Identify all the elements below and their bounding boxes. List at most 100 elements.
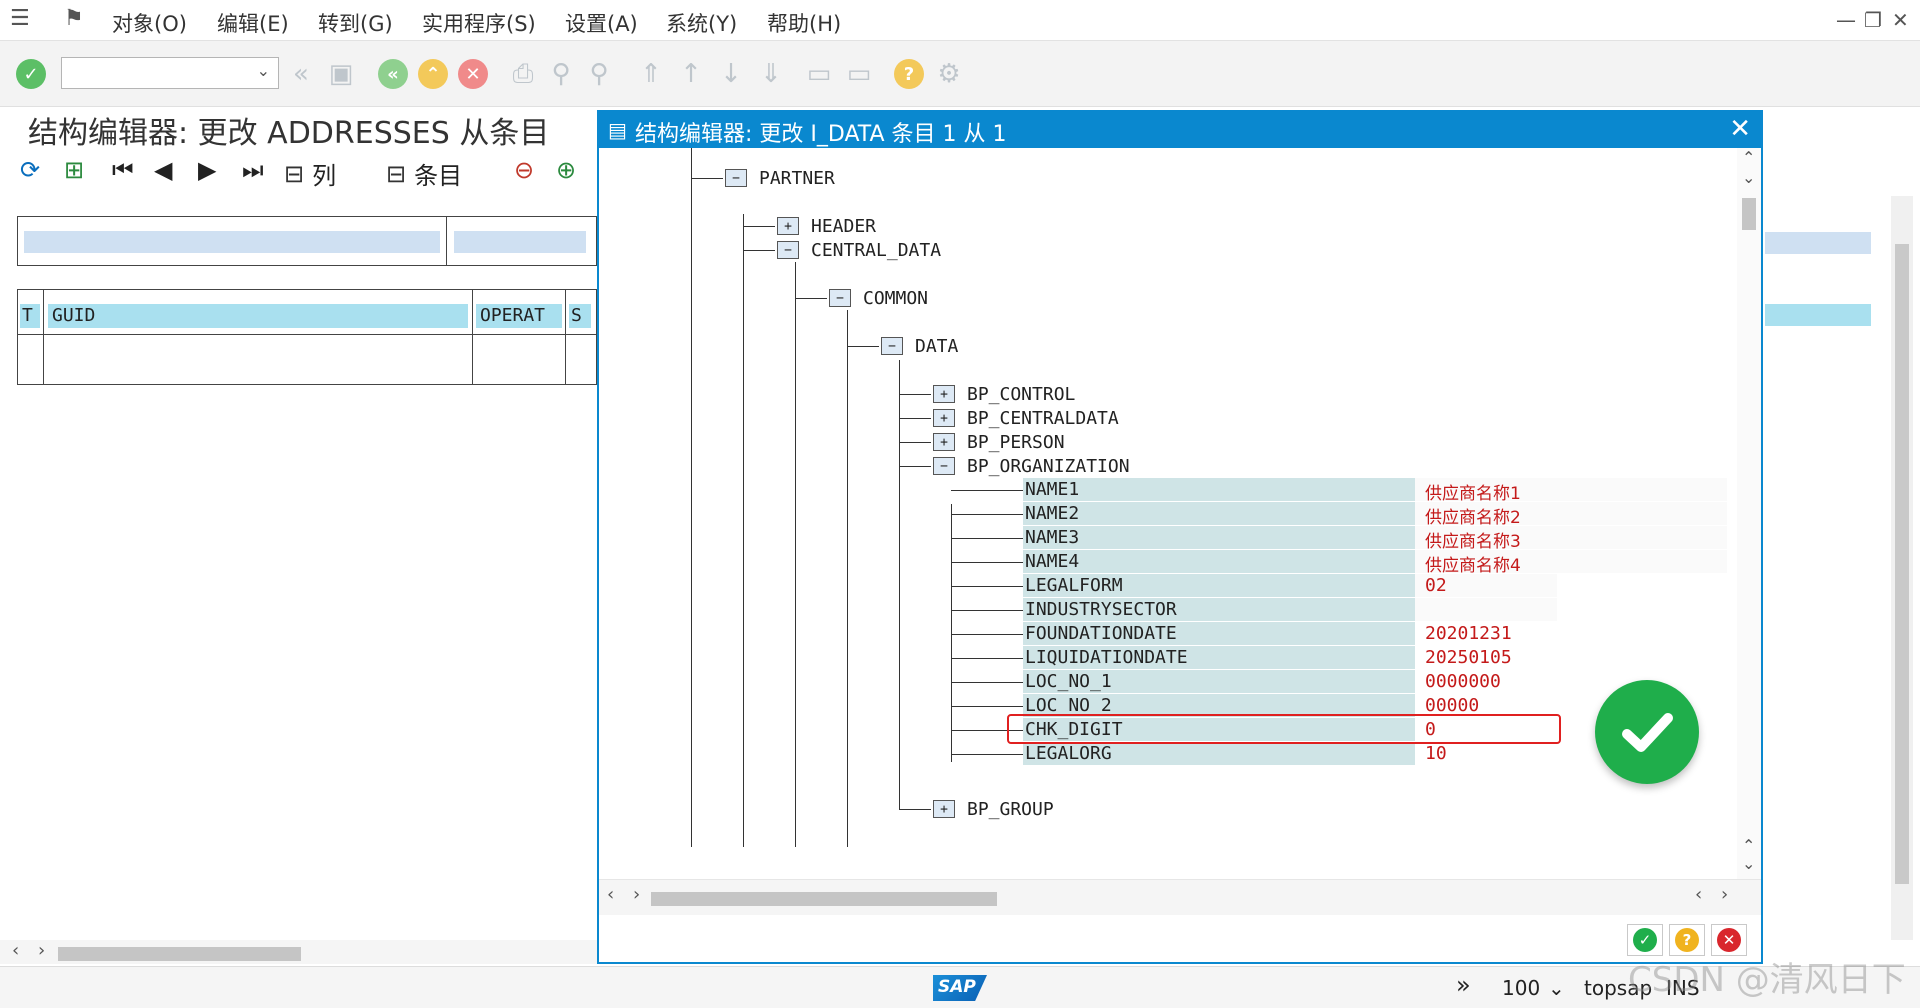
- zoom-value[interactable]: 100: [1502, 976, 1541, 1000]
- next-entry-button[interactable]: ▶: [198, 156, 216, 184]
- header-cell[interactable]: [454, 231, 586, 253]
- confirm-button[interactable]: ✓: [1627, 924, 1663, 956]
- close-icon[interactable]: ✕: [1729, 114, 1751, 144]
- tree-node-header[interactable]: +HEADER: [777, 214, 876, 238]
- left-horizontal-scrollbar[interactable]: ‹ ›: [0, 940, 597, 964]
- collapse-icon[interactable]: −: [777, 241, 799, 259]
- insert-row-button[interactable]: ⊕: [556, 156, 576, 184]
- scroll-down-icon[interactable]: ⌄: [1742, 854, 1756, 873]
- field-value-input[interactable]: 供应商名称2: [1415, 502, 1727, 528]
- field-value-input[interactable]: 20201231: [1425, 623, 1512, 644]
- next-page-icon[interactable]: ↓: [720, 59, 742, 89]
- tree-node-common[interactable]: −COMMON: [829, 286, 928, 310]
- dialog-horizontal-scrollbar[interactable]: ‹ › ‹ ›: [599, 879, 1761, 915]
- tree-node-bp-control[interactable]: +BP_CONTROL: [933, 382, 1075, 406]
- scroll-right-icon[interactable]: ›: [1721, 884, 1729, 905]
- previous-page-icon[interactable]: ↑: [680, 59, 702, 89]
- previous-entry-button[interactable]: ◀: [154, 156, 172, 184]
- scroll-thumb[interactable]: [1742, 198, 1756, 230]
- pin-icon[interactable]: ⚑: [64, 6, 84, 31]
- collapse-icon[interactable]: −: [725, 169, 747, 187]
- scroll-thumb[interactable]: [651, 892, 997, 906]
- columns-button[interactable]: ⊟列: [284, 156, 336, 191]
- cancel-icon[interactable]: ✕: [458, 59, 488, 89]
- input-mode[interactable]: INS: [1666, 976, 1700, 1000]
- scroll-up-icon[interactable]: ⌃: [1742, 148, 1756, 167]
- delete-row-button[interactable]: ⊖: [514, 156, 534, 184]
- back-icon[interactable]: «: [378, 59, 408, 89]
- menu-help[interactable]: 帮助(H): [767, 12, 842, 36]
- field-value-input[interactable]: 20250105: [1425, 647, 1512, 668]
- background-scrollbar[interactable]: [1891, 196, 1913, 940]
- menu-settings[interactable]: 设置(A): [565, 12, 638, 36]
- header-cell[interactable]: [24, 231, 440, 253]
- hierarchy-button[interactable]: ⊞: [64, 156, 84, 184]
- menu-utilities[interactable]: 实用程序(S): [422, 12, 536, 36]
- scroll-left-icon[interactable]: ‹: [12, 940, 20, 961]
- menu-edit[interactable]: 编辑(E): [217, 12, 289, 36]
- expand-icon[interactable]: +: [933, 433, 955, 451]
- scroll-right-icon[interactable]: ›: [633, 884, 641, 905]
- scroll-right-icon[interactable]: ›: [38, 940, 46, 961]
- expand-icon[interactable]: +: [933, 409, 955, 427]
- column-header-operat[interactable]: OPERAT: [476, 304, 562, 328]
- menu-object[interactable]: 对象(O): [112, 12, 187, 36]
- field-value-input[interactable]: 供应商名称3: [1415, 526, 1727, 552]
- scroll-down-icon[interactable]: ⌄: [1742, 168, 1756, 187]
- menu-system[interactable]: 系统(Y): [666, 12, 738, 36]
- cancel-button[interactable]: ✕: [1711, 924, 1747, 956]
- background-scroll-thumb[interactable]: [1895, 244, 1909, 884]
- collapse-icon[interactable]: −: [881, 337, 903, 355]
- field-value-input[interactable]: [1415, 598, 1557, 621]
- menu-icon[interactable]: ☰: [10, 6, 30, 31]
- scroll-left-icon[interactable]: ‹: [607, 884, 615, 905]
- print-icon[interactable]: ⎙: [512, 58, 534, 89]
- help-icon[interactable]: ?: [894, 59, 924, 89]
- tree-node-central-data[interactable]: −CENTRAL_DATA: [777, 238, 941, 262]
- tree-node-bp-person[interactable]: +BP_PERSON: [933, 430, 1065, 454]
- chevron-down-icon[interactable]: ⌄: [256, 61, 270, 80]
- column-header-s[interactable]: S: [569, 304, 591, 328]
- last-entry-button[interactable]: ⏭: [242, 156, 264, 184]
- field-value-input[interactable]: 00000: [1425, 695, 1480, 716]
- first-page-icon[interactable]: ⇑: [640, 59, 662, 89]
- expand-status-icon[interactable]: »: [1456, 971, 1471, 999]
- entries-button[interactable]: ⊟条目: [386, 156, 462, 191]
- field-value-input[interactable]: 供应商名称4: [1415, 550, 1727, 576]
- menu-goto[interactable]: 转到(G): [318, 12, 393, 36]
- expand-icon[interactable]: +: [777, 217, 799, 235]
- tree-node-bp-centraldata[interactable]: +BP_CENTRALDATA: [933, 406, 1119, 430]
- exit-icon[interactable]: ⌃: [418, 59, 448, 89]
- command-field[interactable]: ⌄: [61, 57, 279, 89]
- expand-icon[interactable]: +: [933, 385, 955, 403]
- dialog-vertical-scrollbar[interactable]: ⌃ ⌄ ⌃ ⌄: [1737, 148, 1761, 879]
- collapse-icon[interactable]: −: [829, 289, 851, 307]
- close-window-icon[interactable]: ✕: [1892, 8, 1909, 32]
- gear-icon[interactable]: ⚙: [937, 59, 961, 89]
- field-value-input[interactable]: 供应商名称1: [1415, 478, 1727, 504]
- last-page-icon[interactable]: ⇓: [760, 59, 782, 89]
- scroll-left-icon[interactable]: ‹: [1695, 884, 1703, 905]
- chevron-down-icon[interactable]: ⌄: [1548, 976, 1565, 1000]
- column-header-t[interactable]: T: [20, 304, 40, 328]
- find-icon[interactable]: ⚲: [551, 59, 571, 89]
- restore-icon[interactable]: ❐: [1864, 8, 1882, 32]
- refresh-button[interactable]: ⟳: [20, 156, 40, 184]
- field-value-input[interactable]: 0: [1425, 719, 1436, 740]
- find-next-icon[interactable]: ⚲: [589, 59, 609, 89]
- expand-icon[interactable]: +: [933, 800, 955, 818]
- shortcut-icon[interactable]: ▭: [846, 59, 872, 89]
- enter-icon[interactable]: ✓: [16, 59, 46, 89]
- field-value-input[interactable]: 0000000: [1425, 671, 1501, 692]
- tree-node-partner[interactable]: −PARTNER: [725, 166, 835, 190]
- tree-node-data[interactable]: −DATA: [881, 334, 958, 358]
- collapse-icon[interactable]: −: [933, 457, 955, 475]
- minimize-icon[interactable]: —: [1836, 8, 1856, 32]
- create-session-icon[interactable]: ▭: [806, 59, 832, 89]
- field-value-input[interactable]: 02: [1415, 574, 1557, 597]
- help-button[interactable]: ?: [1669, 924, 1705, 956]
- tree-node-bp-group[interactable]: +BP_GROUP: [933, 797, 1054, 821]
- scroll-up-icon[interactable]: ⌃: [1742, 836, 1756, 855]
- field-value-input[interactable]: 10: [1425, 743, 1447, 764]
- column-header-guid[interactable]: GUID: [48, 304, 468, 328]
